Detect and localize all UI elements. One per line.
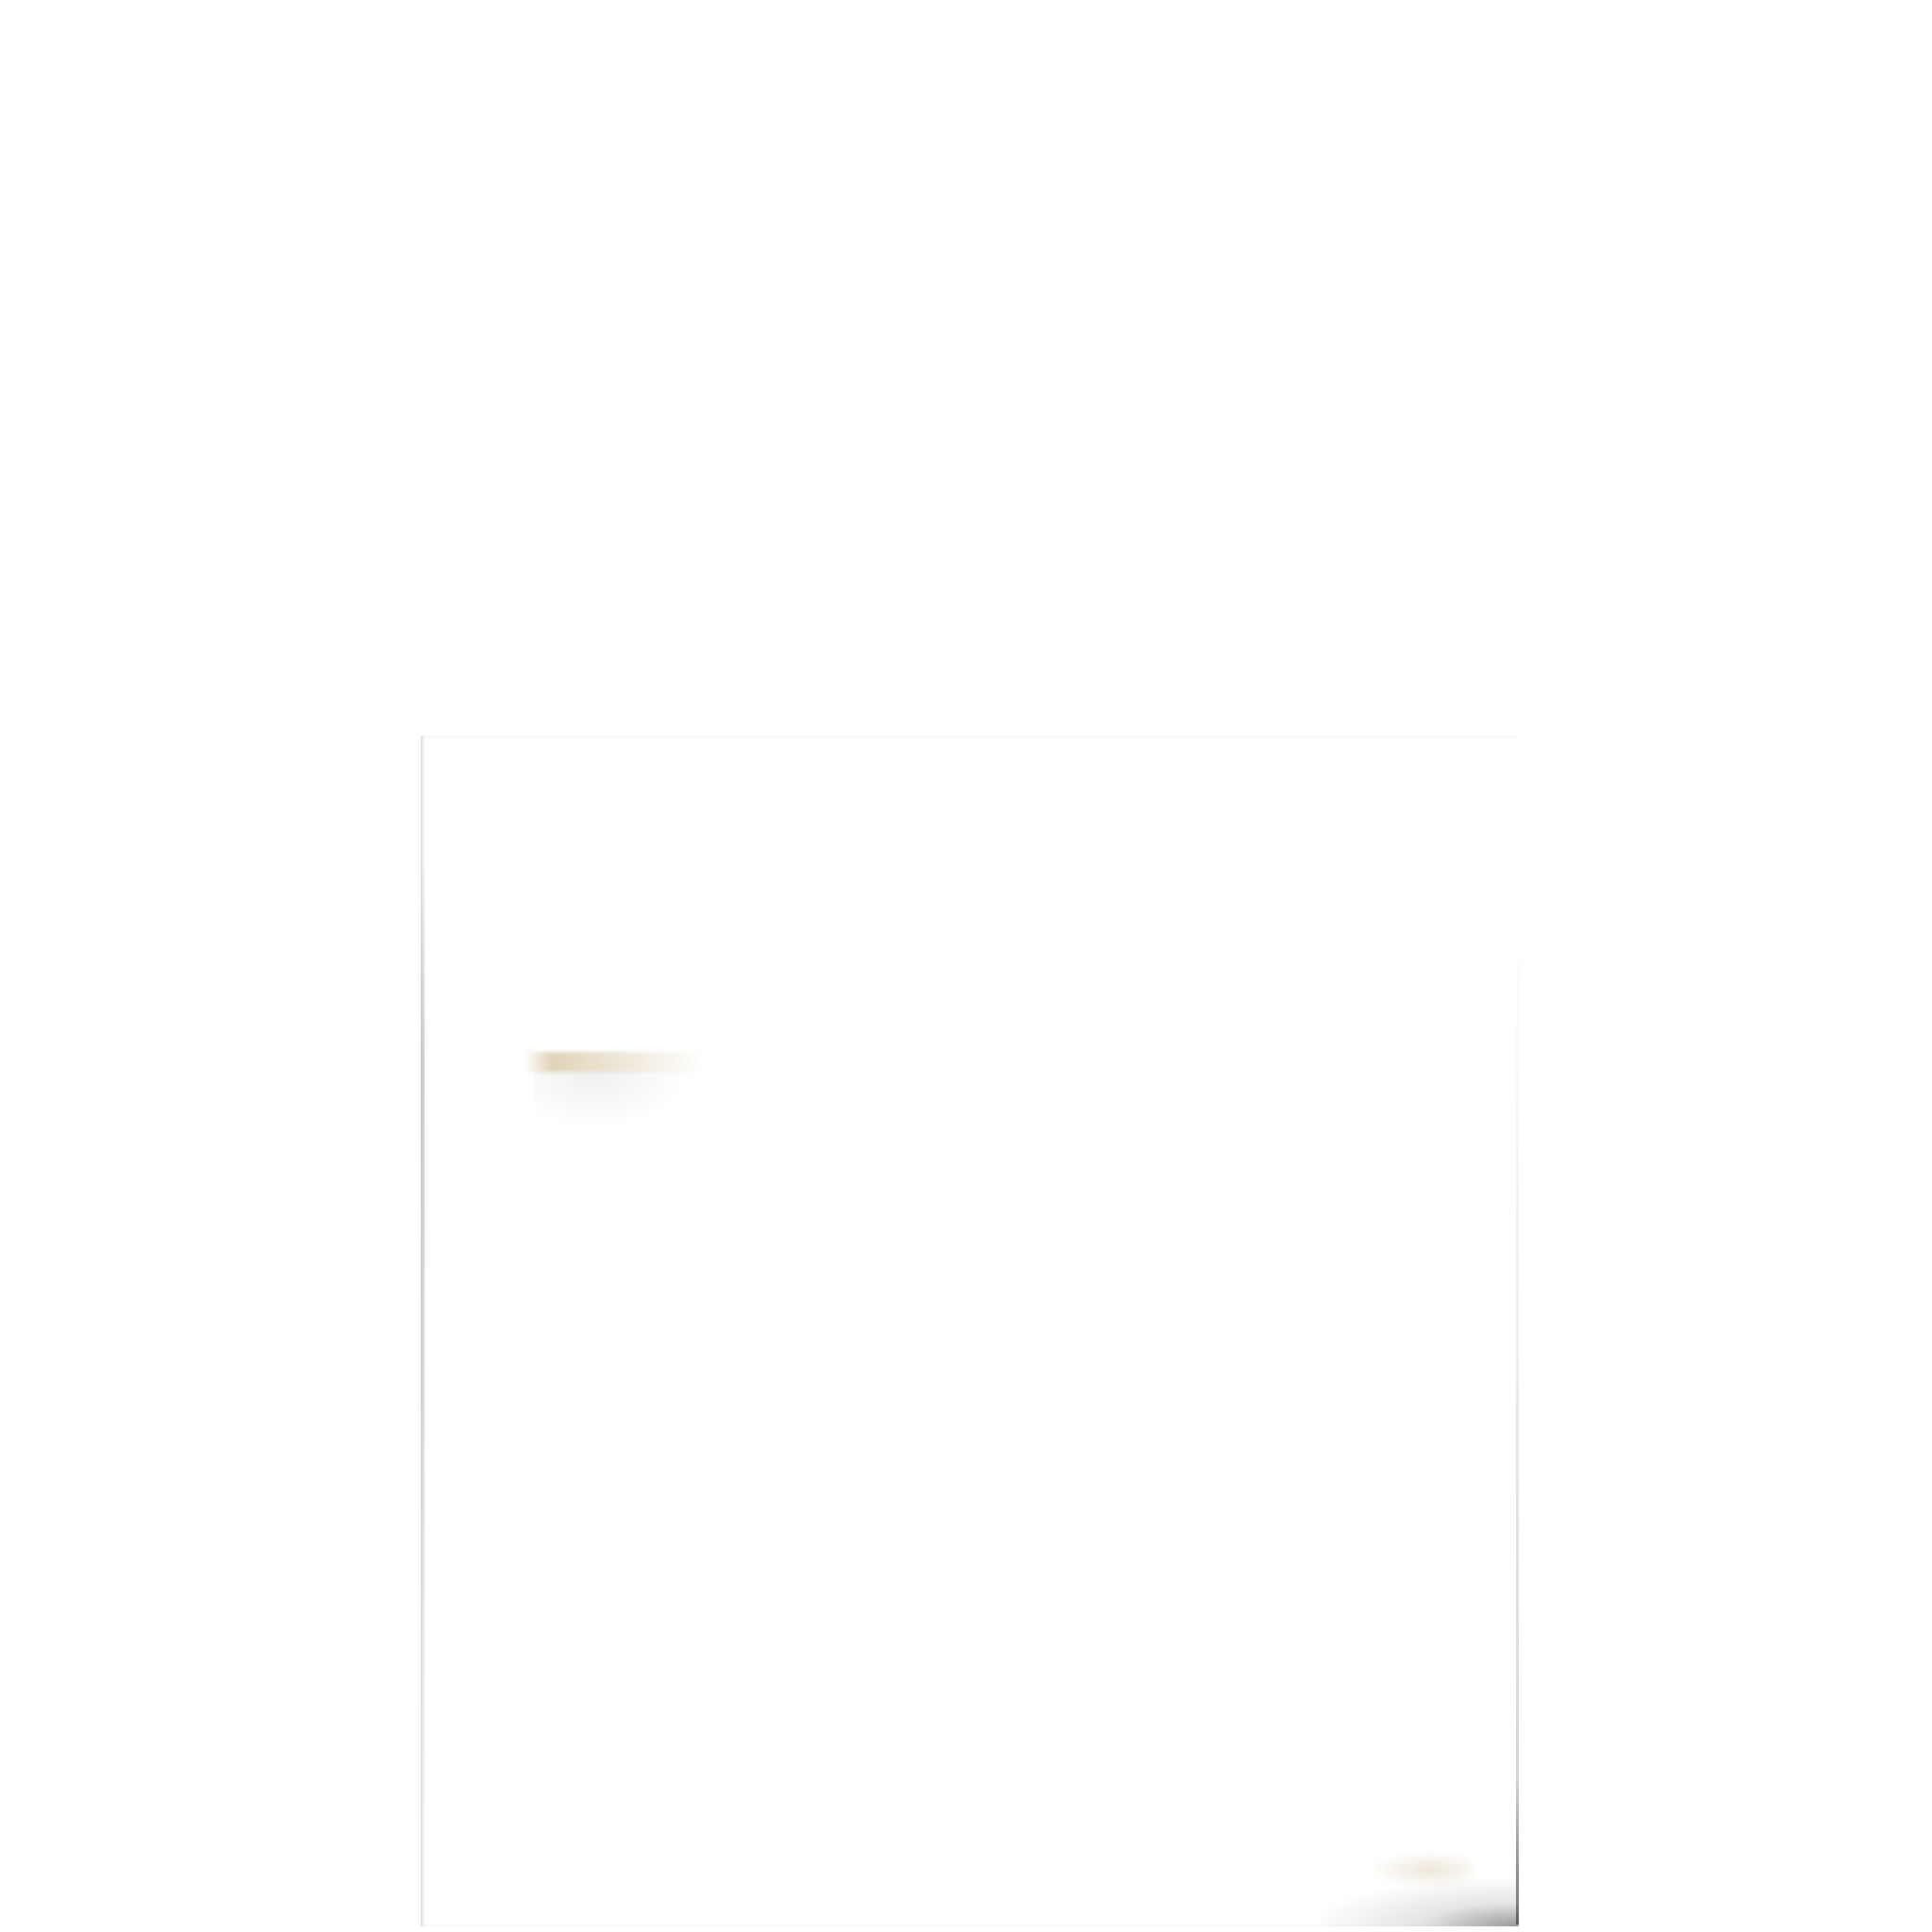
corner-stain <box>1368 1851 1472 1889</box>
sheet-left-edge <box>421 849 425 1906</box>
sheet-right-edge <box>1516 924 1519 1924</box>
stain-mark <box>525 1052 704 1073</box>
paper-sheet <box>421 736 1519 1926</box>
stain-trail <box>534 1071 685 1127</box>
